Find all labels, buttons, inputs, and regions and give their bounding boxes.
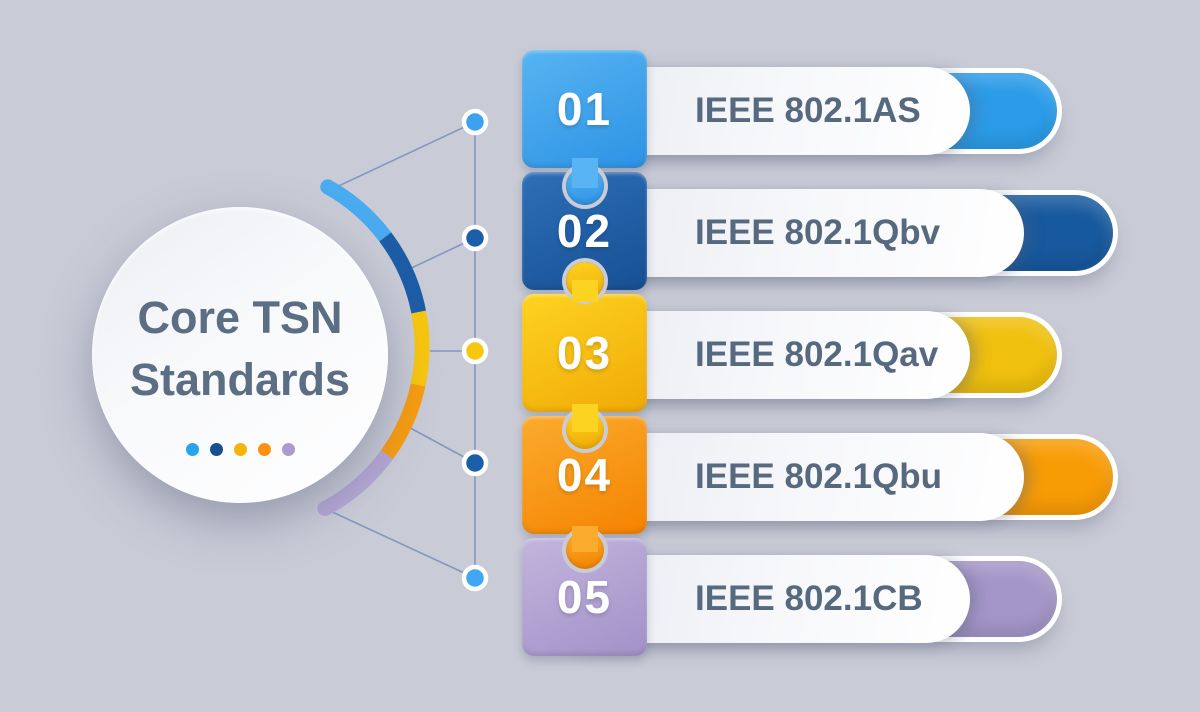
- puzzle-piece-1: 01: [522, 50, 647, 168]
- step-number: 03: [556, 327, 613, 379]
- arc-segment-5: [321, 450, 394, 516]
- puzzle-knob-neck: [572, 404, 598, 432]
- step-number: 01: [556, 83, 613, 135]
- step-number: 05: [556, 571, 613, 623]
- connector-node-5: [461, 564, 489, 592]
- puzzle-piece-3: 03: [522, 294, 647, 412]
- arc-segment-4: [380, 383, 426, 460]
- legend-dot-1: [185, 443, 199, 456]
- legend-dots: [92, 443, 388, 456]
- standard-label: IEEE 802.1Qbv: [695, 213, 941, 252]
- arc-segment-2: [379, 232, 427, 314]
- standard-label: IEEE 802.1AS: [695, 91, 921, 130]
- page-title: Core TSN Standards: [92, 287, 388, 411]
- connector-node-3: [461, 337, 489, 365]
- step-number: 02: [556, 205, 613, 257]
- puzzle-knob-neck: [572, 526, 598, 552]
- title-line-2: Standards: [129, 354, 351, 405]
- puzzle-piece-4: 04: [522, 416, 647, 534]
- connector-line-4: [402, 423, 476, 464]
- standard-label: IEEE 802.1CB: [695, 579, 923, 618]
- connector-node-1: [461, 108, 489, 136]
- connector-node-2: [461, 224, 489, 252]
- puzzle-knob-neck: [572, 158, 598, 188]
- center-circle: Core TSN Standards: [92, 207, 388, 503]
- arc-segment-1: [324, 180, 392, 242]
- connector-line-1: [329, 121, 476, 191]
- connector-line-2: [402, 237, 476, 273]
- arc-segment-3: [410, 310, 430, 387]
- step-number: 04: [556, 449, 613, 501]
- puzzle-knob-neck: [572, 280, 598, 302]
- legend-dot-2: [209, 443, 223, 456]
- connector-line-5: [327, 509, 476, 579]
- legend-dot-5: [281, 443, 295, 456]
- legend-dot-4: [257, 443, 271, 456]
- connector-node-4: [461, 449, 489, 477]
- title-line-1: Core TSN: [137, 292, 343, 343]
- standard-label: IEEE 802.1Qav: [695, 335, 939, 374]
- standard-label: IEEE 802.1Qbu: [695, 457, 943, 496]
- legend-dot-3: [233, 443, 247, 456]
